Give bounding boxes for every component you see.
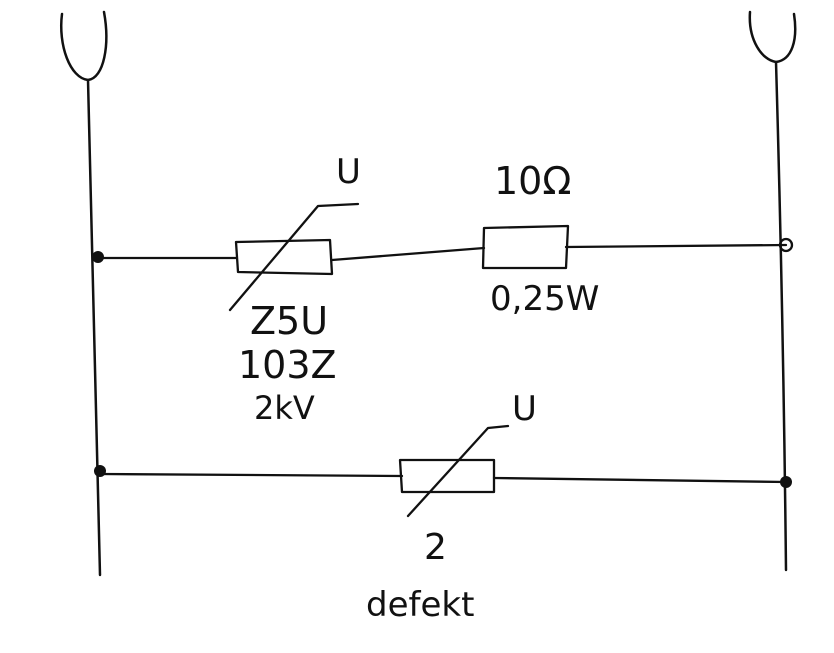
varistor-top-body (234, 238, 334, 276)
bottom-wire-right (492, 476, 788, 484)
left-rail (60, 10, 108, 577)
junction-dot-top-left (92, 251, 104, 263)
varistor-top-code-label: 103Z (238, 343, 337, 387)
right-terminal-icon (748, 10, 797, 64)
bottom-branch (94, 424, 792, 518)
right-vertical-wire (774, 60, 788, 572)
resistor-body (481, 224, 570, 270)
resistor-power-label: 0,25W (490, 279, 600, 319)
varistor-bottom-status-label: defekt (366, 585, 475, 625)
varistor-bottom-symbol-label: U (512, 389, 537, 429)
bottom-wire-left (98, 472, 404, 478)
resistor-symbol (481, 224, 570, 270)
varistor-symbol-top (228, 202, 360, 312)
resistor-value-label: 10Ω (494, 159, 572, 203)
varistor-top-slash (228, 202, 360, 312)
varistor-bottom-slash (406, 424, 510, 518)
varistor-bottom-body (398, 458, 496, 494)
left-vertical-wire (86, 78, 102, 577)
junction-dot-bottom-left (94, 465, 106, 477)
junction-dot-top-right (778, 237, 794, 253)
varistor-symbol-bottom (398, 424, 510, 518)
top-branch (92, 202, 794, 312)
left-terminal-icon (60, 10, 108, 82)
top-wire-middle (330, 246, 486, 262)
varistor-bottom-number-label: 2 (424, 527, 447, 568)
varistor-top-symbol-label: U (336, 152, 361, 192)
junction-dot-bottom-right (780, 476, 792, 488)
varistor-top-rating-label: 2kV (254, 389, 315, 427)
varistor-top-voltage-label: Z5U (250, 299, 329, 343)
top-wire-right (564, 243, 788, 249)
right-rail (748, 10, 797, 572)
